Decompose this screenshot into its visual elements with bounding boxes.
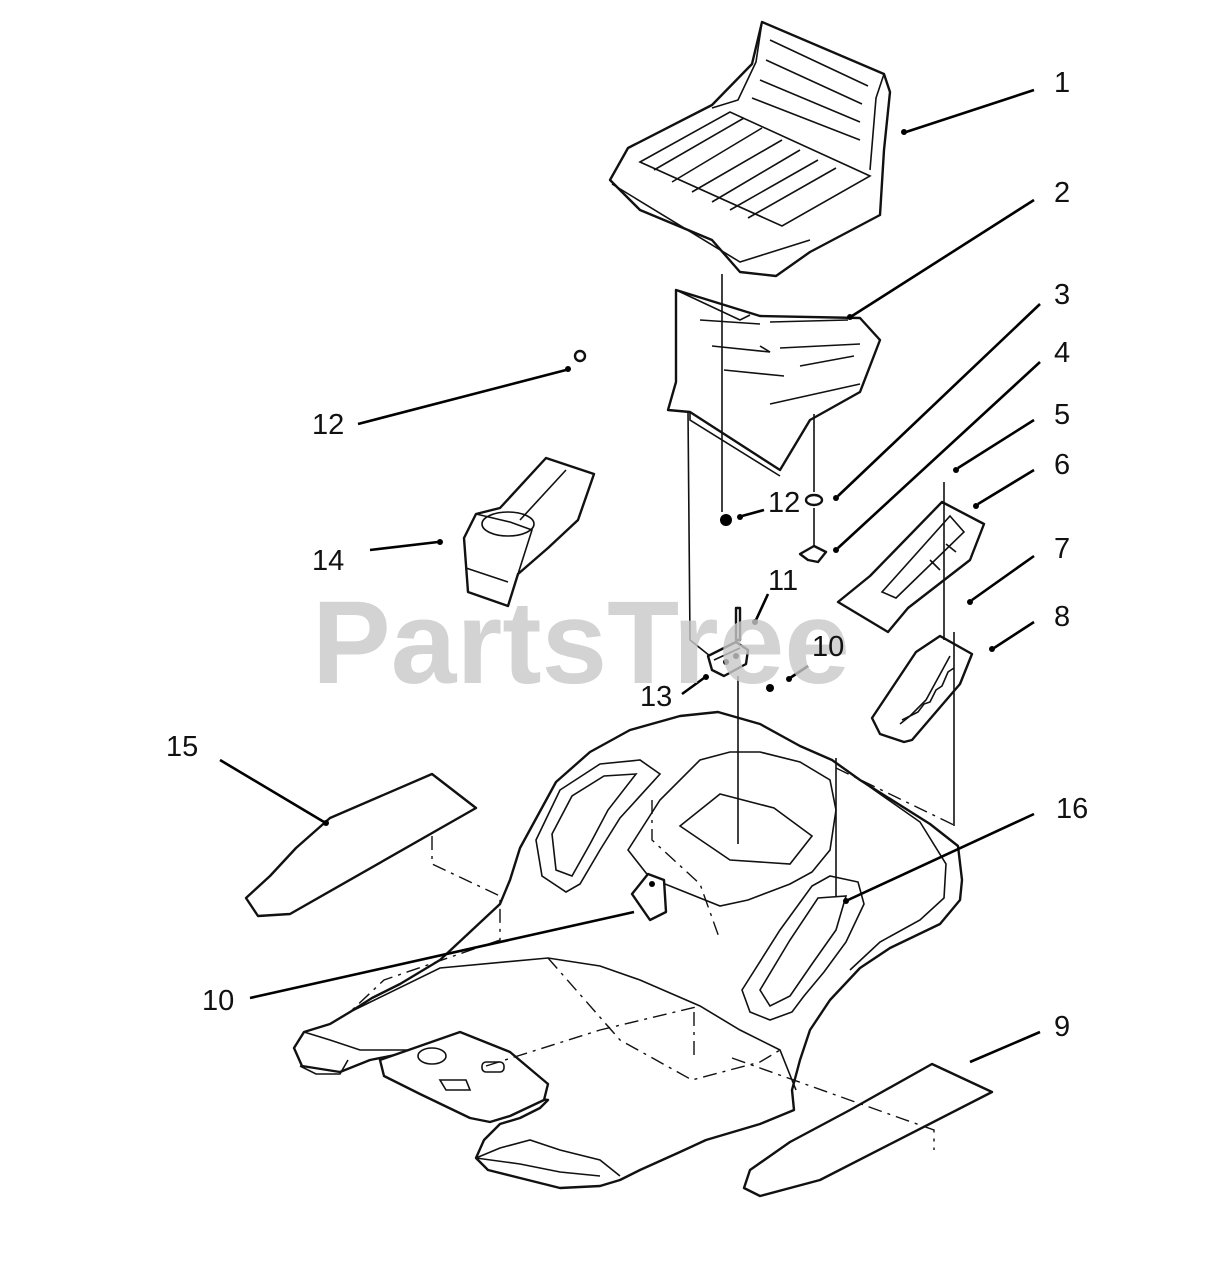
callout-15[interactable]: 15 <box>166 731 198 763</box>
callout-14[interactable]: 14 <box>312 545 344 577</box>
callout-11[interactable]: 11 <box>768 565 798 597</box>
callout-10-upper[interactable]: 10 <box>812 631 844 663</box>
shift-gate-part[interactable] <box>870 634 974 744</box>
foot-pad-right-part[interactable] <box>742 1062 994 1198</box>
tab-part[interactable] <box>630 872 668 922</box>
bolt-12-upper <box>573 349 587 363</box>
watermark: PartsTree <box>312 577 850 709</box>
seat-part[interactable] <box>608 20 892 278</box>
cup-holder-part[interactable] <box>462 456 596 608</box>
bracket-part[interactable] <box>706 640 750 678</box>
callout-16[interactable]: 16 <box>1056 793 1088 825</box>
callout-5[interactable]: 5 <box>1054 399 1070 431</box>
callout-1[interactable]: 1 <box>1054 67 1070 99</box>
seat-pan-part[interactable] <box>666 288 882 477</box>
nut-10 <box>766 684 774 692</box>
washer-3 <box>804 493 824 507</box>
callout-12-left[interactable]: 12 <box>312 409 344 441</box>
foot-pad-left-part[interactable] <box>244 772 478 918</box>
assembly-lines <box>349 274 957 1150</box>
callout-10-lower[interactable]: 10 <box>202 985 234 1017</box>
knob-4 <box>798 544 828 564</box>
callout-8[interactable]: 8 <box>1054 601 1070 633</box>
callout-6[interactable]: 6 <box>1054 449 1070 481</box>
plate-part[interactable] <box>836 500 986 634</box>
callout-13[interactable]: 13 <box>640 681 672 713</box>
callout-9[interactable]: 9 <box>1054 1011 1070 1043</box>
leader-lines <box>219 88 1041 1064</box>
callout-4[interactable]: 4 <box>1054 337 1070 369</box>
callout-7[interactable]: 7 <box>1054 533 1070 565</box>
fender-body-part[interactable] <box>292 710 964 1190</box>
screw-11 <box>734 606 742 642</box>
bolt-12-lower <box>720 514 732 526</box>
callout-3[interactable]: 3 <box>1054 279 1070 311</box>
callout-2[interactable]: 2 <box>1054 177 1070 209</box>
callout-12-center[interactable]: 12 <box>768 487 800 519</box>
